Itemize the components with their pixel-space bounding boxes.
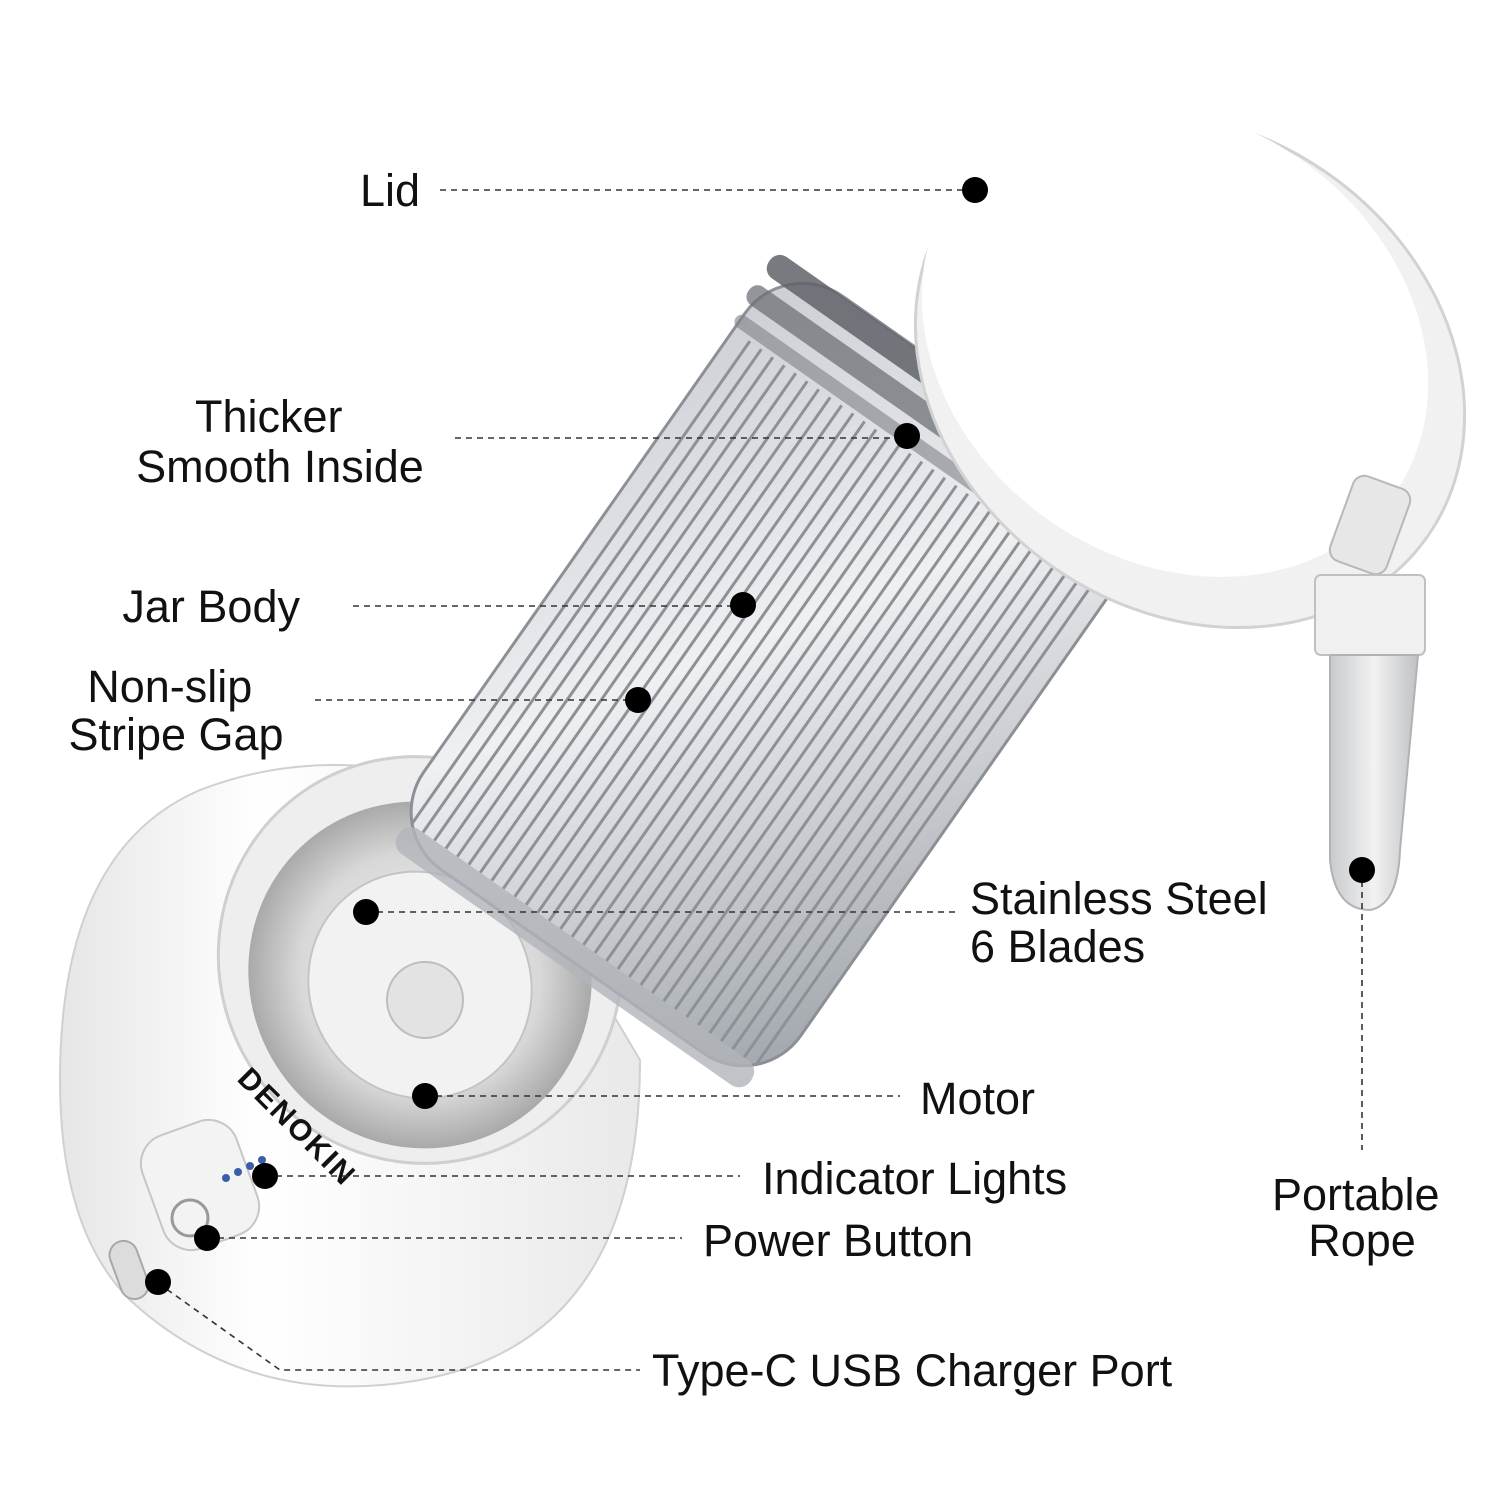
jar-rib <box>444 364 786 850</box>
jar-rib <box>570 452 912 938</box>
jar-rib <box>628 492 970 978</box>
label-jar-body: Jar Body <box>122 581 300 632</box>
jar-rib <box>479 388 820 874</box>
label-lid: Lid <box>360 165 420 216</box>
label-stripe-gap-line1: Non-slip <box>87 661 252 712</box>
jar-rib <box>524 420 866 906</box>
jar-rib <box>754 581 1096 1067</box>
jar-rib <box>456 372 798 858</box>
jar-rib <box>674 524 1015 1010</box>
jar-rib <box>662 516 1004 1002</box>
callout-labels: Lid Thicker Smooth Inside Jar Body Non-s… <box>68 165 1452 1396</box>
label-smooth-inside-line1: Thicker <box>195 391 343 442</box>
jar-rib <box>685 533 1027 1019</box>
label-blades-line1: Stainless Steel <box>970 873 1268 924</box>
jar-rib <box>502 404 843 890</box>
label-smooth-inside-line2: Smooth Inside <box>136 441 424 492</box>
label-charger-port: Type-C USB Charger Port <box>652 1345 1173 1396</box>
jar-rib <box>731 565 1073 1051</box>
label-stripe-gap: Non-slip Stripe Gap <box>68 661 283 760</box>
portable-rope <box>1314 474 1426 912</box>
label-rope: Portable Rope <box>1272 1169 1452 1266</box>
dot-charger-port <box>145 1269 171 1295</box>
dot-motor <box>412 1083 438 1109</box>
jar-rib <box>421 348 763 834</box>
dot-jar-body <box>730 592 756 618</box>
jar-rib <box>513 412 855 898</box>
jar-rib <box>410 340 752 826</box>
label-indicator-lights: Indicator Lights <box>762 1153 1067 1204</box>
label-blades: Stainless Steel 6 Blades <box>970 873 1280 972</box>
label-motor: Motor <box>920 1073 1035 1124</box>
jar-rib <box>582 460 924 946</box>
jar-rib <box>605 476 947 962</box>
jar-rib <box>616 484 958 970</box>
dot-rope <box>1349 857 1375 883</box>
callout-dots <box>145 177 1375 1295</box>
jar-rib <box>742 573 1084 1059</box>
jar-rib <box>639 500 981 986</box>
jar-rib <box>696 541 1038 1027</box>
jar-rib <box>719 557 1061 1043</box>
label-smooth-inside: Thicker Smooth Inside <box>136 391 424 492</box>
jar-rib <box>433 356 775 842</box>
dot-stripe-gap <box>625 687 651 713</box>
jar-rib <box>559 444 901 930</box>
dot-lid <box>962 177 988 203</box>
label-rope-line2: Rope <box>1308 1215 1416 1266</box>
label-power-button: Power Button <box>703 1215 973 1266</box>
label-blades-line2: 6 Blades <box>970 921 1145 972</box>
lid <box>913 103 1467 630</box>
jar-rib <box>490 396 832 882</box>
jar-ribs <box>410 340 1096 1067</box>
label-stripe-gap-line2: Stripe Gap <box>68 709 283 760</box>
label-rope-line1: Portable <box>1272 1169 1440 1220</box>
dot-power-button <box>194 1225 220 1251</box>
jar-rib <box>708 549 1050 1035</box>
dot-blades <box>353 899 379 925</box>
jar-rib <box>467 380 809 866</box>
jar-rib <box>547 436 889 922</box>
leader-lines <box>157 189 1363 1371</box>
dot-indicator-lights <box>252 1163 278 1189</box>
dot-smooth-inside <box>894 423 920 449</box>
jar-rib <box>536 428 878 914</box>
jar-rib <box>593 468 935 954</box>
